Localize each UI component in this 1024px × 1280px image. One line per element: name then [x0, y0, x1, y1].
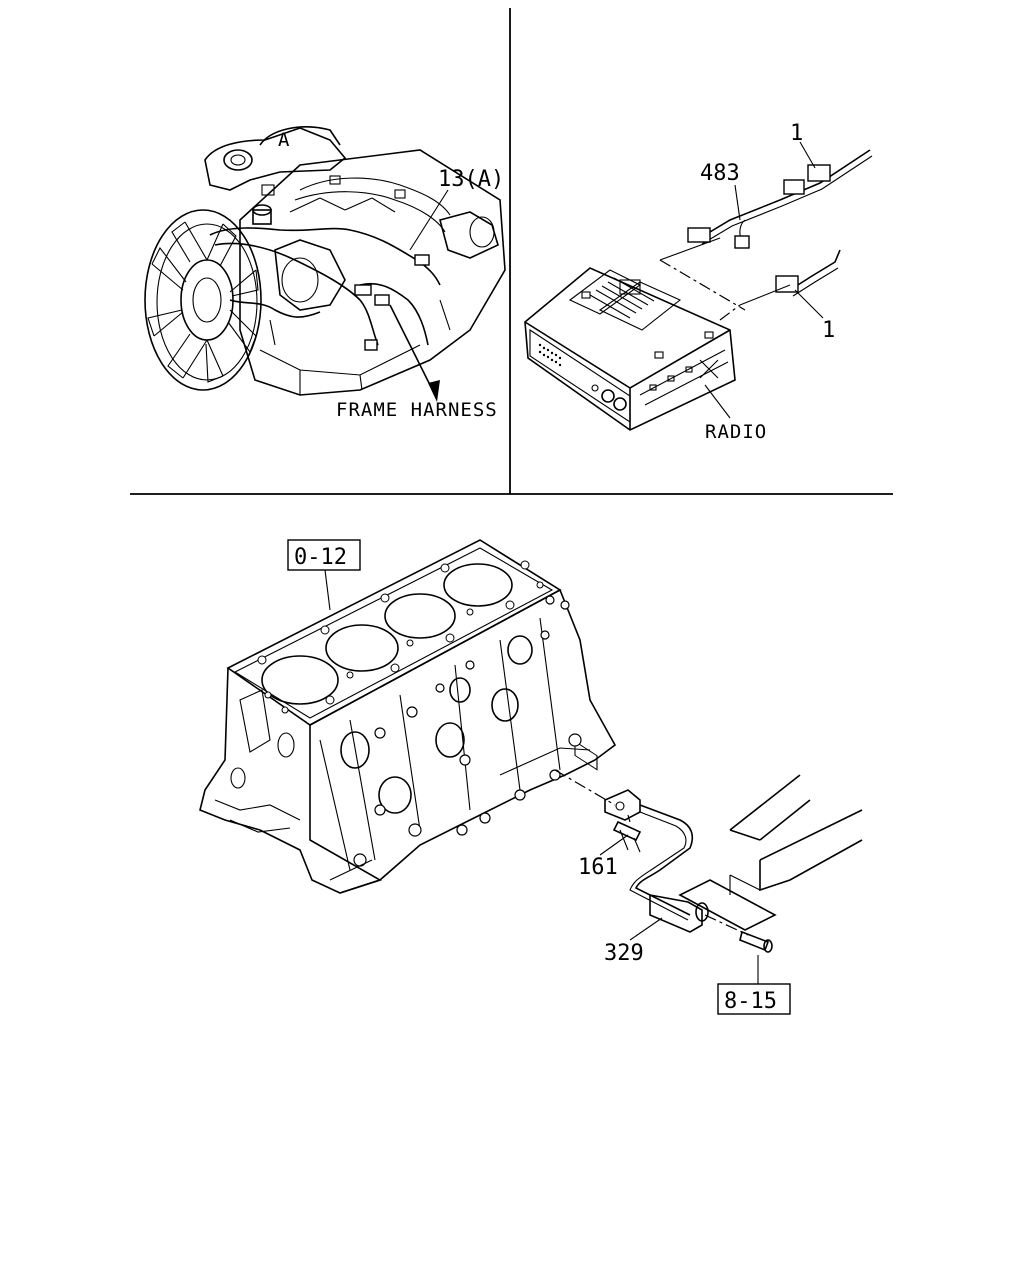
svg-text:0-12: 0-12: [294, 545, 347, 570]
radio-unit: [524, 267, 736, 771]
leader-1-lower: [794, 289, 824, 319]
leader-radio: [704, 384, 731, 419]
callout-1-lower: 1: [822, 318, 835, 343]
leader-483: [734, 184, 741, 221]
callout-frame-harness: FRAME HARNESS: [336, 399, 498, 421]
leader-161: [599, 834, 629, 856]
engine-harness-panel: A: [144, 126, 506, 421]
cylinder-block-illustration: [199, 539, 617, 894]
callout-radio: RADIO: [705, 421, 767, 443]
leader-329: [629, 917, 663, 941]
sensor-329: [554, 769, 709, 933]
cylinder-block-panel: 0-12 8-15 161 329: [199, 539, 863, 1015]
callout-329: 329: [604, 941, 644, 966]
radio-lead: [775, 249, 841, 297]
callout-13a: 13(A): [438, 167, 504, 192]
leader-13a: [409, 189, 449, 251]
boxed-ref-0-12: 0-12: [287, 539, 361, 611]
leader-1-upper: [799, 141, 816, 169]
frame-harness-arrow: [389, 304, 440, 402]
harness-483: [687, 149, 873, 249]
svg-text:8-15: 8-15: [724, 989, 777, 1014]
radio-panel: 1 483 1 RADIO: [524, 121, 873, 771]
callout-161: 161: [578, 855, 618, 880]
frame-bracket: [678, 774, 863, 931]
engine-illustration: A: [144, 126, 506, 396]
callout-483: 483: [700, 161, 740, 186]
boxed-ref-8-15: 8-15: [717, 955, 791, 1015]
callout-1-upper: 1: [790, 121, 803, 146]
bolt-8-15: [704, 914, 773, 953]
bolt-161: [612, 814, 642, 853]
engine-top-mark: A: [278, 129, 290, 151]
connector-link-lines: [659, 237, 791, 321]
